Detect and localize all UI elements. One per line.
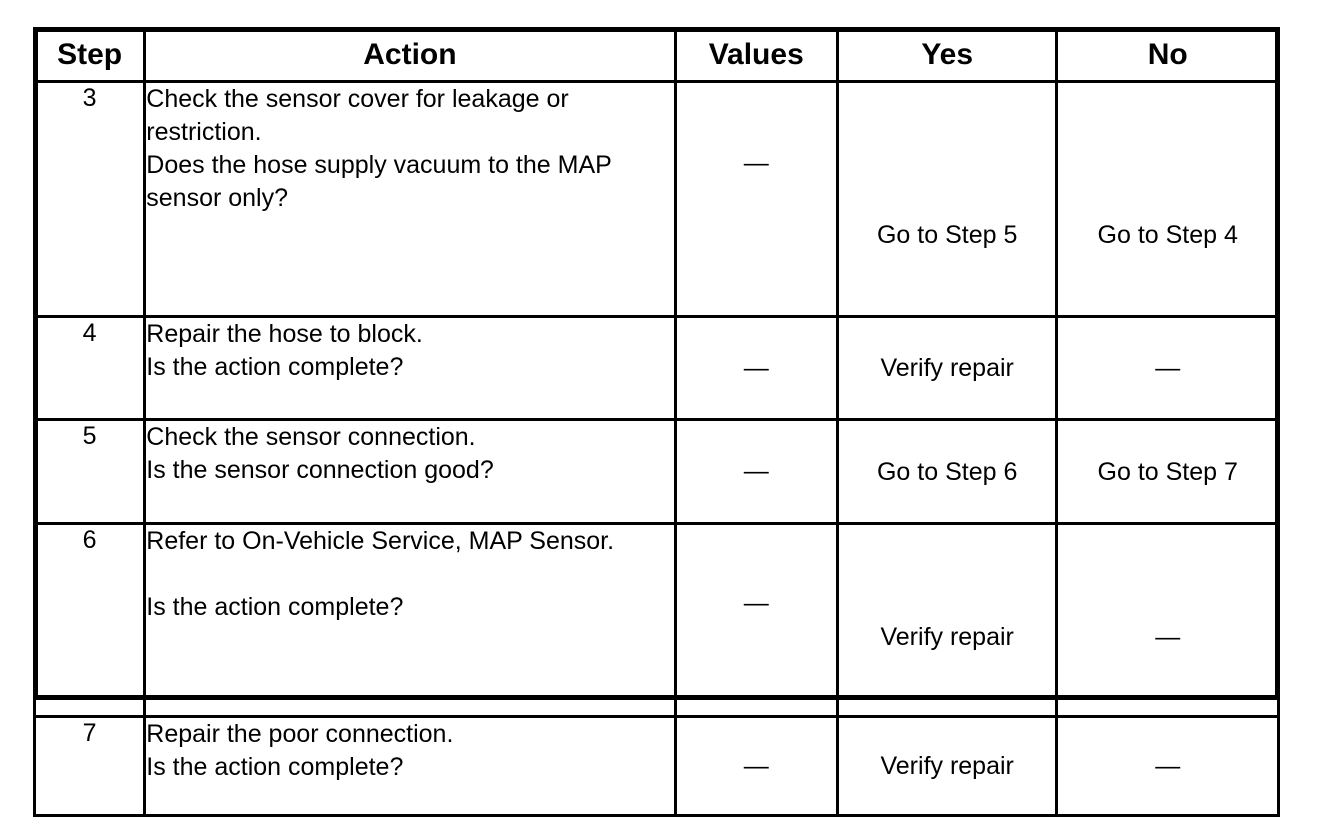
cell-yes: Go to Step 5 — [835, 80, 1059, 318]
cell-no: Go to Step 7 — [1055, 418, 1280, 525]
cell-yes: Verify repair — [835, 522, 1059, 718]
cell-yes: Verify repair — [835, 715, 1059, 817]
cell-step: 7 — [32, 715, 147, 817]
table-row: 4 Repair the hose to block. Is the actio… — [32, 315, 1280, 421]
cell-values: — — [673, 715, 839, 817]
column-header-no: No — [1055, 27, 1280, 83]
table-row: 3 Check the sensor cover for leakage or … — [32, 80, 1280, 318]
column-header-values: Values — [673, 27, 839, 83]
cell-values: — — [673, 315, 839, 421]
cell-yes: Go to Step 6 — [835, 418, 1059, 525]
column-header-step: Step — [32, 27, 147, 83]
diagnostic-table-page: Step Action Values Yes No 3 Check the se… — [32, 27, 1280, 817]
cell-step: 6 — [32, 522, 147, 718]
cell-no: — — [1055, 315, 1280, 421]
cell-yes: Verify repair — [835, 315, 1059, 421]
column-header-yes: Yes — [835, 27, 1059, 83]
cell-action: Check the sensor cover for leakage or re… — [143, 80, 677, 318]
cell-no: Go to Step 4 — [1055, 80, 1280, 318]
column-header-action: Action — [143, 27, 677, 83]
table-header-row: Step Action Values Yes No — [32, 27, 1280, 83]
table-row: 6 Refer to On-Vehicle Service, MAP Senso… — [32, 522, 1280, 718]
cell-action: Repair the poor connection. Is the actio… — [143, 715, 677, 817]
cell-step: 3 — [32, 80, 147, 318]
table-row: 7 Repair the poor connection. Is the act… — [32, 715, 1280, 817]
cell-step: 5 — [32, 418, 147, 525]
diagnostic-step-table: Step Action Values Yes No 3 Check the se… — [32, 27, 1280, 817]
cell-values: — — [673, 418, 839, 525]
cell-step: 4 — [32, 315, 147, 421]
table-row: 5 Check the sensor connection. Is the se… — [32, 418, 1280, 525]
cell-values: — — [673, 522, 839, 718]
cell-action: Check the sensor connection. Is the sens… — [143, 418, 677, 525]
cell-action: Refer to On-Vehicle Service, MAP Sensor.… — [143, 522, 677, 718]
cell-no: — — [1055, 715, 1280, 817]
cell-action: Repair the hose to block. Is the action … — [143, 315, 677, 421]
cell-no: — — [1055, 522, 1280, 718]
cell-values: — — [673, 80, 839, 318]
